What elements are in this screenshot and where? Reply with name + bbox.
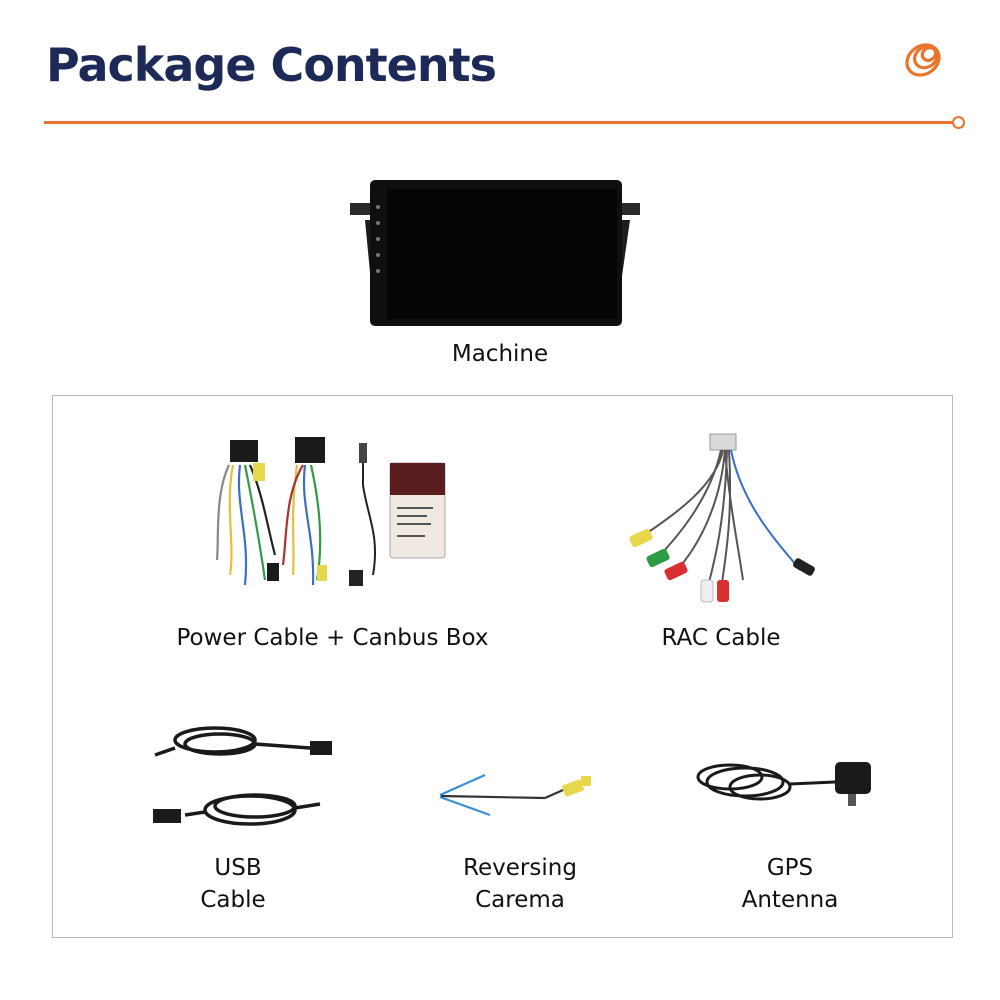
usb-cable-icon [153,726,332,826]
usb-cable-label-line1: USB [214,855,262,881]
car-radio-head-unit-icon [350,180,640,326]
reversing-camera-label-line1: Reversing [463,855,577,881]
header-divider-end-dot [952,116,965,129]
machine-label: Machine [451,341,549,367]
header-divider [44,121,952,124]
reversing-camera-cable-icon [439,773,591,817]
power-cable-canbus-box-label: Power Cable + Canbus Box [176,625,489,651]
orange-spiral-logo-icon [905,43,941,77]
rca-cable-label: RAC Cable [661,625,781,651]
contents-frame [52,395,953,938]
reversing-camera-label-line2: Carema [475,887,565,913]
usb-cable-label-line2: Cable [200,887,266,913]
page-title: Package Contents [46,38,497,92]
gps-antenna-label-line2: Antenna [741,887,839,913]
power-cable-canbus-box-icon [215,437,446,586]
rca-cable-icon [629,433,815,603]
gps-antenna-icon [696,762,871,806]
gps-antenna-label-line1: GPS [766,855,814,881]
